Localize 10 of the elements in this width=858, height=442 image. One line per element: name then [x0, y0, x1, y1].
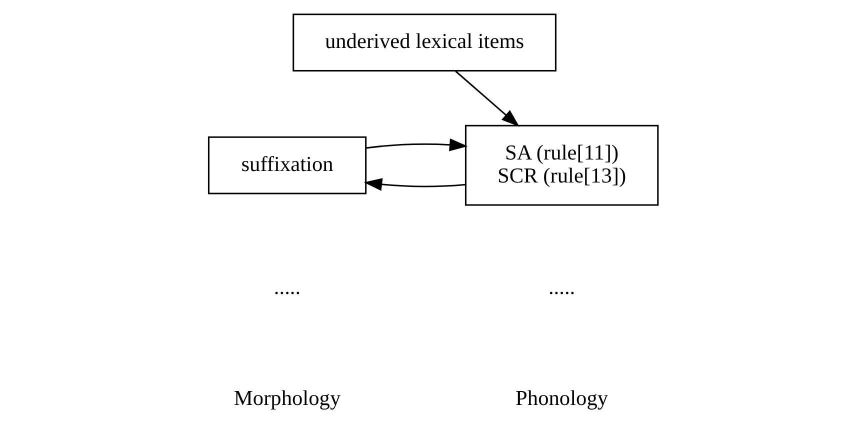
label: .....: [548, 274, 575, 299]
arrow: [454, 70, 520, 127]
arrow: [363, 178, 466, 191]
label: .....: [273, 274, 300, 299]
node-box: suffixation: [207, 136, 366, 194]
label: Morphology: [233, 386, 340, 410]
node-box: underived lexical items: [292, 14, 556, 72]
node-box: SA (rule[11]) SCR (rule[13]): [464, 124, 658, 206]
label: Phonology: [515, 386, 608, 410]
arrow: [366, 138, 468, 152]
